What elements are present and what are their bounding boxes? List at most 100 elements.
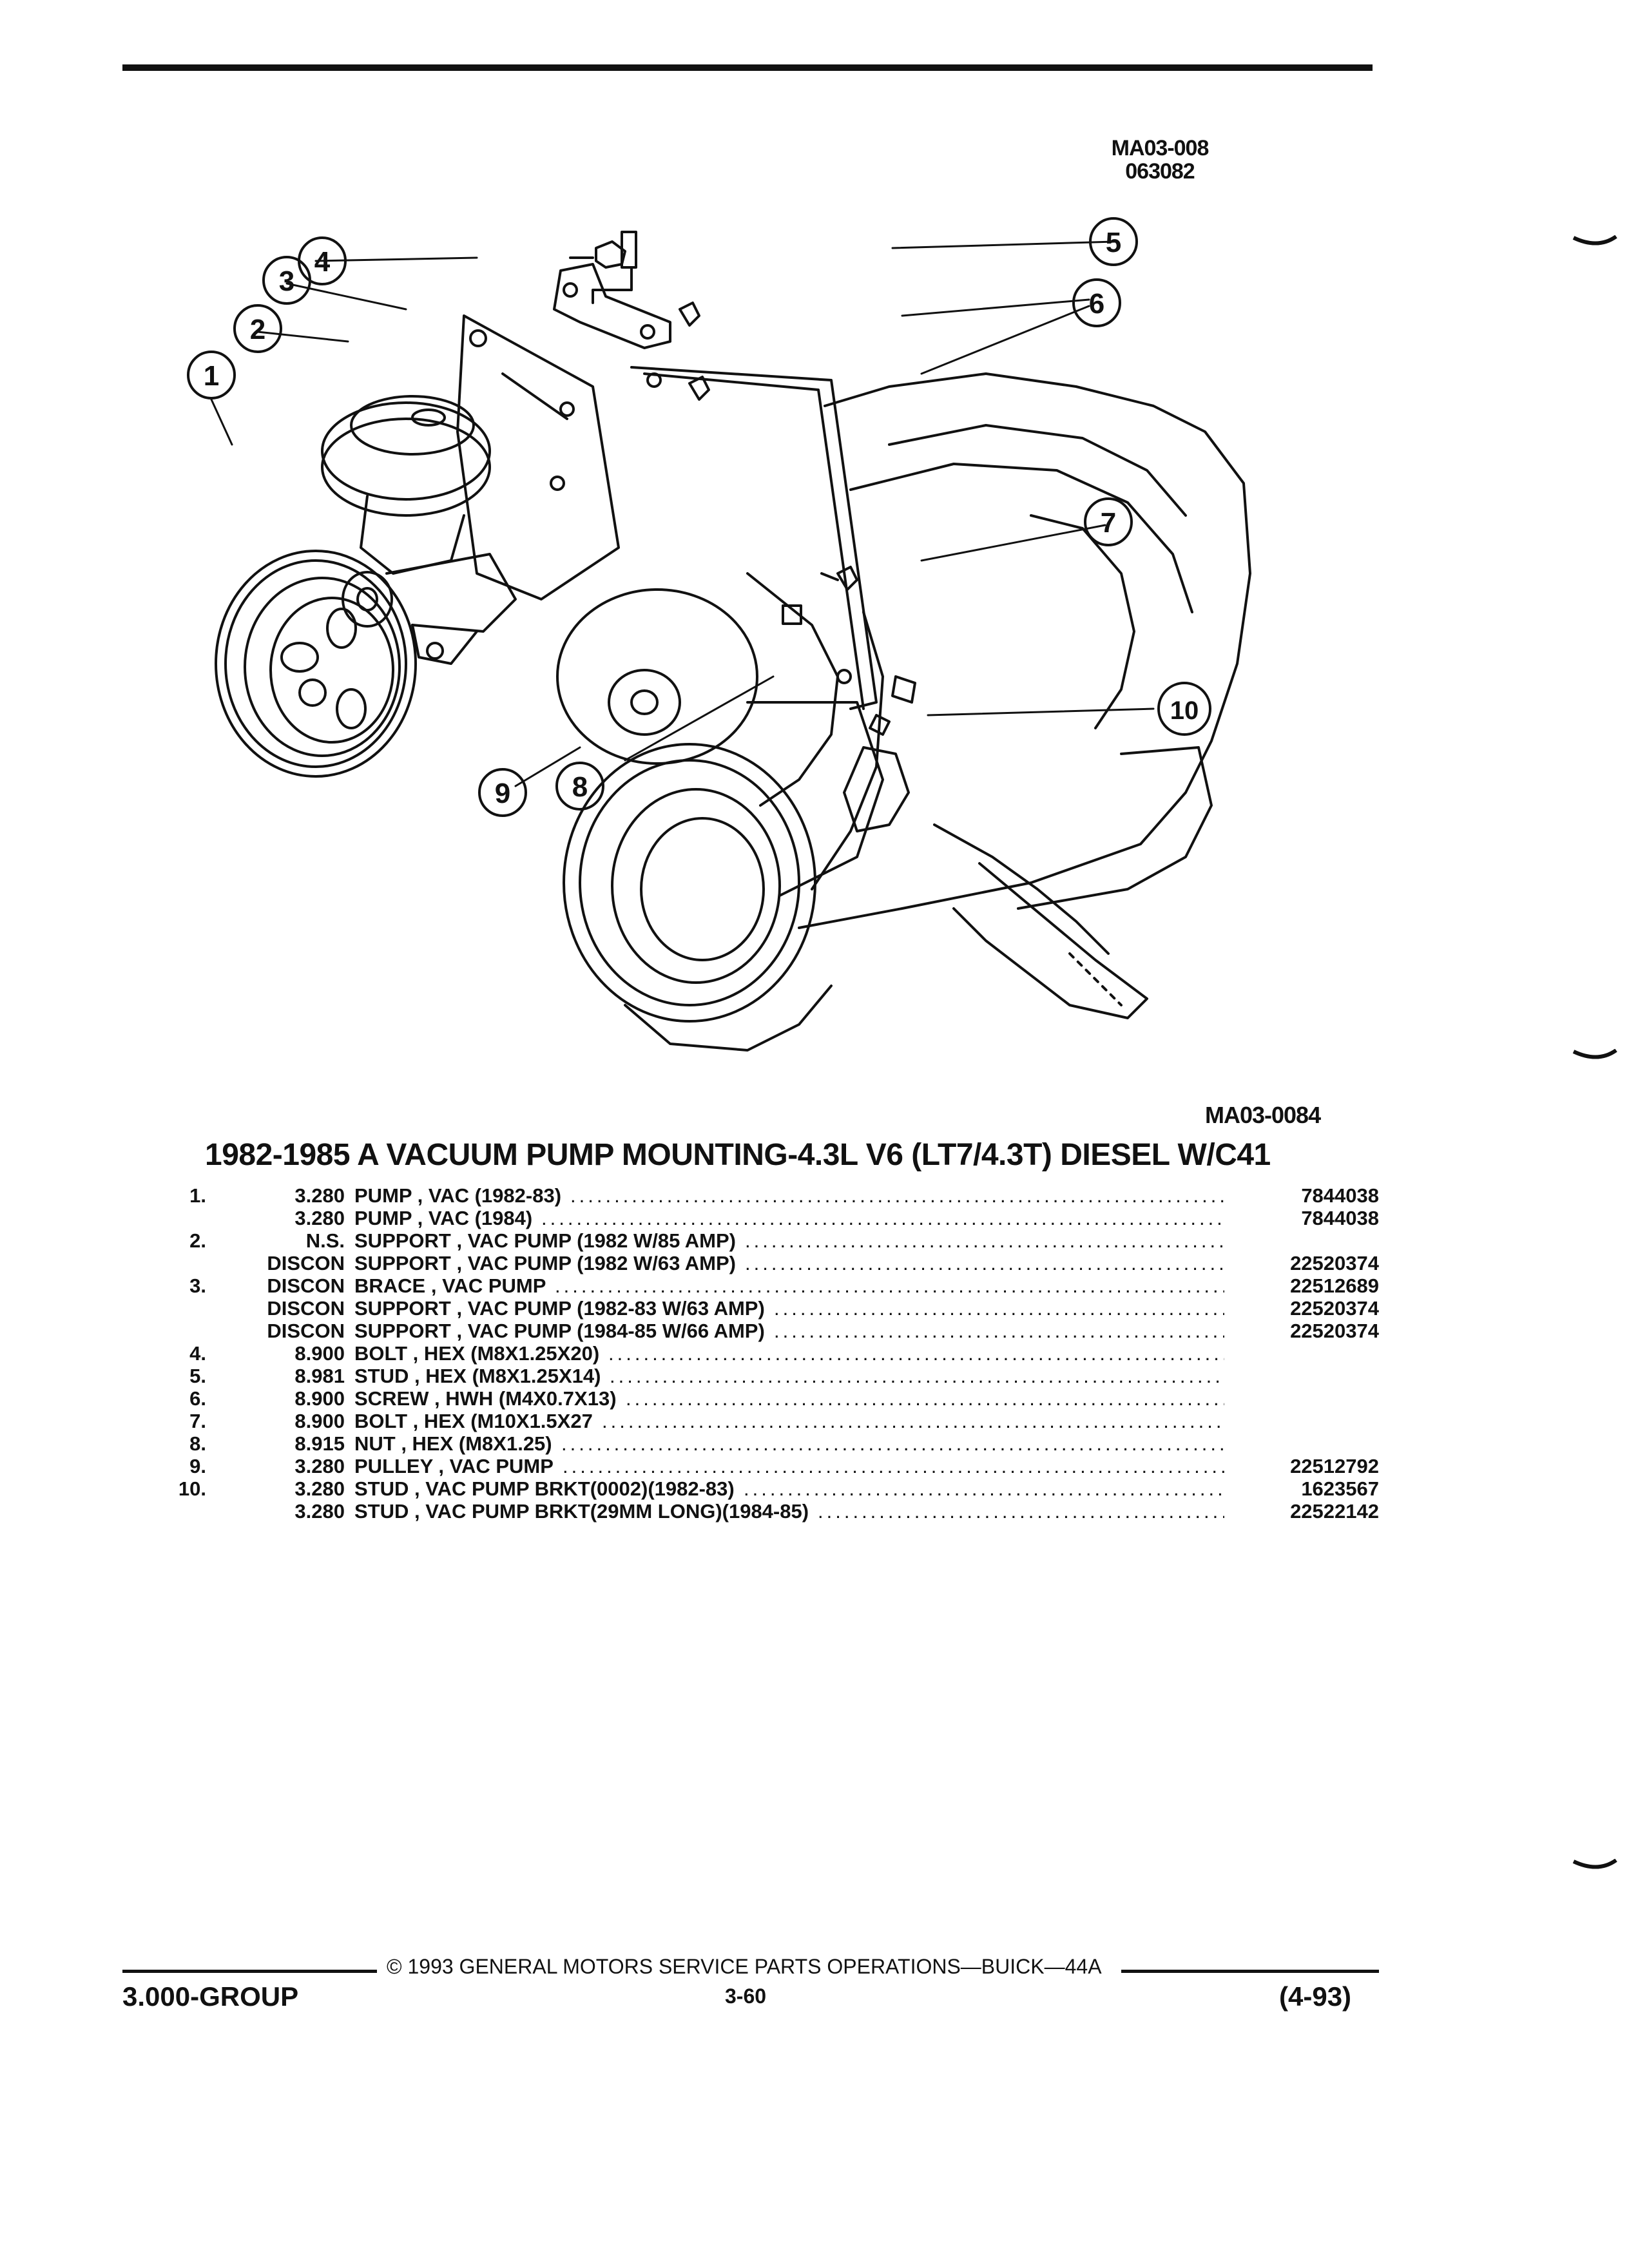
parts-description: STUD , VAC PUMP BRKT(29MM LONG)(1984-85) xyxy=(354,1500,809,1523)
parts-part-number: 22512792 xyxy=(1290,1455,1379,1477)
parts-part-number: 7844038 xyxy=(1301,1184,1379,1207)
parts-price-code: DISCON xyxy=(267,1320,345,1342)
dot-leader: ........................................… xyxy=(610,1365,1224,1387)
parts-part-number: 22520374 xyxy=(1290,1320,1379,1342)
parts-item-number: 9. xyxy=(189,1455,206,1477)
dot-leader: ........................................… xyxy=(626,1387,1224,1410)
dot-leader: ........................................… xyxy=(774,1297,1224,1320)
parts-part-number: 7844038 xyxy=(1301,1207,1379,1229)
svg-text:4: 4 xyxy=(314,246,331,278)
parts-row: 1. 3.280 PUMP , VAC (1982-83).............… xyxy=(142,1184,1379,1207)
parts-description: SUPPORT , VAC PUMP (1982 W/63 AMP) xyxy=(354,1252,736,1274)
parts-description: PUMP , VAC (1982-83) xyxy=(354,1184,562,1207)
svg-text:1: 1 xyxy=(204,360,219,392)
dot-leader: ........................................… xyxy=(570,1184,1224,1207)
parts-description: SUPPORT , VAC PUMP (1982 W/85 AMP) xyxy=(354,1229,736,1252)
parts-row: 10. 3.280 STUD , VAC PUMP BRKT(0002)(1982-… xyxy=(142,1477,1379,1500)
callout-1: 1 xyxy=(187,351,236,399)
vacuum-pump-brace xyxy=(553,263,671,349)
callout-3: 3 xyxy=(262,256,311,305)
svg-text:6: 6 xyxy=(1089,288,1104,320)
footer-rule-left xyxy=(122,1970,377,1973)
leader-lines xyxy=(210,240,1155,787)
vacuum-pump-pulley xyxy=(215,550,417,778)
parts-part-number: 22522142 xyxy=(1290,1500,1379,1523)
parts-item-number: 1. xyxy=(189,1184,206,1207)
parts-description: SUPPORT , VAC PUMP (1982-83 W/63 AMP) xyxy=(354,1297,765,1320)
parts-row: 2.N.S.SUPPORT , VAC PUMP (1982 W/85 AMP)… xyxy=(142,1229,1379,1252)
callout-7: 7 xyxy=(1084,497,1133,546)
dot-leader: ........................................… xyxy=(555,1274,1224,1297)
svg-text:8: 8 xyxy=(572,771,588,803)
figure-code: MA03-0084 xyxy=(1205,1102,1321,1128)
dot-leader: ........................................… xyxy=(818,1500,1224,1523)
dot-leader: ........................................… xyxy=(563,1455,1224,1477)
top-rule xyxy=(122,64,1373,71)
parts-part-number: 22520374 xyxy=(1290,1297,1379,1320)
parts-price-code: 3.280 xyxy=(294,1184,345,1207)
footer-group: 3.000-GROUP xyxy=(122,1981,299,2012)
binding-mark xyxy=(1572,235,1617,245)
parts-row: DISCON SUPPORT , VAC PUMP (1982 W/63 AMP)… xyxy=(142,1252,1379,1274)
parts-list: 1. 3.280 PUMP , VAC (1982-83).............… xyxy=(142,1184,1379,1523)
parts-description: STUD , HEX (M8X1.25X14) xyxy=(354,1365,601,1387)
dot-leader: ........................................… xyxy=(774,1320,1224,1342)
parts-price-code: DISCON xyxy=(267,1297,345,1320)
parts-price-code: 8.900 xyxy=(294,1410,345,1432)
vacuum-pump xyxy=(321,395,517,665)
engine-block xyxy=(746,372,1251,1019)
parts-description: PULLEY , VAC PUMP xyxy=(354,1455,554,1477)
parts-item-number: 7. xyxy=(189,1410,206,1432)
parts-description: STUD , VAC PUMP BRKT(0002)(1982-83) xyxy=(354,1477,735,1500)
parts-item-number: 10. xyxy=(178,1477,206,1500)
parts-price-code: 8.981 xyxy=(294,1365,345,1387)
svg-text:10: 10 xyxy=(1170,697,1199,725)
parts-part-number: 22520374 xyxy=(1290,1252,1379,1274)
parts-price-code: 3.280 xyxy=(294,1477,345,1500)
svg-text:2: 2 xyxy=(250,314,265,345)
svg-text:7: 7 xyxy=(1101,507,1116,539)
crankshaft-pulley xyxy=(563,743,833,1052)
parts-price-code: 3.280 xyxy=(294,1207,345,1229)
svg-text:3: 3 xyxy=(279,265,294,297)
drawing-code-line2: 063082 xyxy=(1125,159,1195,184)
dot-leader: ........................................… xyxy=(745,1252,1224,1274)
parts-description: BOLT , HEX (M10X1.5X27 xyxy=(354,1410,593,1432)
parts-description: SCREW , HWH (M4X0.7X13) xyxy=(354,1387,617,1410)
parts-row: 3.280 STUD , VAC PUMP BRKT(29MM LONG)(198… xyxy=(142,1500,1379,1523)
parts-item-number: 8. xyxy=(189,1432,206,1455)
exploded-parts-diagram: 1 2 3 4 5 6 7 8 9 10 xyxy=(187,217,1251,1052)
binding-mark xyxy=(1572,1859,1617,1869)
dot-leader: ........................................… xyxy=(561,1432,1224,1455)
parts-part-number: 1623567 xyxy=(1301,1477,1379,1500)
callout-9: 9 xyxy=(478,768,527,817)
parts-price-code: 3.280 xyxy=(294,1500,345,1523)
parts-item-number: 3. xyxy=(189,1274,206,1297)
parts-part-number: 22512689 xyxy=(1290,1274,1379,1297)
parts-price-code: DISCON xyxy=(267,1252,345,1274)
parts-price-code: 8.900 xyxy=(294,1387,345,1410)
footer-copyright: © 1993 GENERAL MOTORS SERVICE PARTS OPER… xyxy=(387,1955,1102,1978)
parts-row: 5. 8.981 STUD , HEX (M8X1.25X14)..........… xyxy=(142,1365,1379,1387)
drawing-code: MA03-008 063082 xyxy=(1063,137,1257,183)
footer-page-number: 3-60 xyxy=(725,1984,767,2008)
parts-description: BOLT , HEX (M8X1.25X20) xyxy=(354,1342,600,1365)
callout-2: 2 xyxy=(233,304,282,353)
callout-5: 5 xyxy=(1089,217,1138,266)
fasteners xyxy=(569,231,916,736)
parts-row: DISCON SUPPORT , VAC PUMP (1982-83 W/63 A… xyxy=(142,1297,1379,1320)
footer-rule-right xyxy=(1121,1970,1379,1973)
parts-description: NUT , HEX (M8X1.25) xyxy=(354,1432,552,1455)
svg-text:9: 9 xyxy=(495,778,510,809)
drawing-code-line1: MA03-008 xyxy=(1111,136,1210,160)
parts-item-number: 5. xyxy=(189,1365,206,1387)
callout-4: 4 xyxy=(298,236,347,285)
